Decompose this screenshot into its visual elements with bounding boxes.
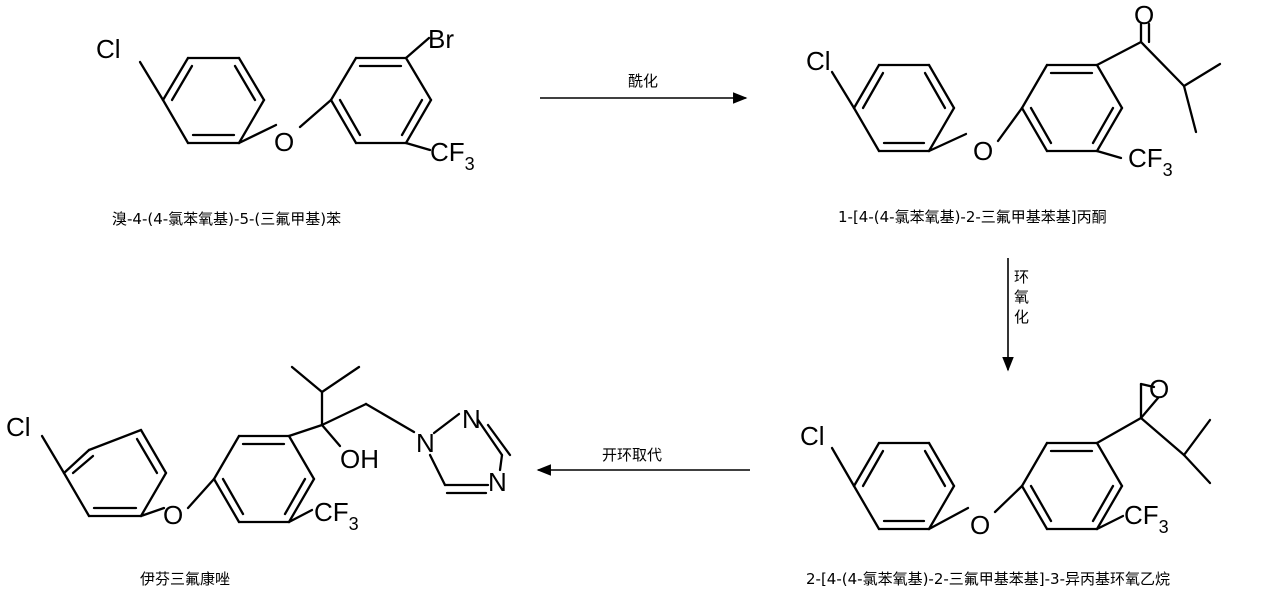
bond [1182,453,1212,485]
bond [287,508,314,524]
bond [1182,62,1222,88]
bond [428,453,447,487]
bond [927,132,968,153]
compound-epoxide-name: 2-[4-(4-氯苯氧基)-2-三氟甲基苯基]-3-异丙基环氧乙烷 [806,570,1170,588]
compound-epoxide-structure: Cl O O CF3 [800,374,1212,540]
bond [404,141,432,152]
bond [1095,416,1143,445]
oxygen-label: O [973,136,993,166]
compound-ketone-structure: Cl O O CF3 [806,0,1222,180]
bond [432,412,461,435]
epoxide-bond [1139,396,1160,420]
bond [364,402,416,434]
trifluoromethyl-label: CF3 [430,137,475,174]
trifluoromethyl-label: CF3 [1124,500,1169,537]
epoxidation-label-3: 化 [1014,308,1029,326]
chlorine-label: Cl [96,34,121,64]
oxygen-label: O [1149,374,1169,404]
chlorine-label: Cl [800,421,825,451]
bond [40,434,66,475]
bromine-label: Br [428,24,454,54]
oxygen-label: O [1134,0,1154,30]
ring-opening-label: 开环取代 [602,446,662,464]
chlorine-label: Cl [806,46,831,76]
bond [138,60,165,102]
bond [290,365,324,394]
bond [476,418,504,457]
bond [1182,418,1212,457]
bond [298,98,333,129]
bond [1095,40,1143,67]
bond [927,506,970,531]
ring [212,434,316,524]
bond [1095,514,1125,531]
bond [404,36,431,60]
oxygen-label: O [274,127,294,157]
ring [329,56,433,145]
bond [320,402,368,427]
bond [1182,84,1198,134]
bond [1139,40,1186,88]
compound-product-name: 伊芬三氟康唑 [140,570,230,588]
acylation-label: 酰化 [628,72,658,90]
epoxidation-label-1: 环 [1014,268,1029,286]
bond [830,446,856,488]
nitrogen-label: N [488,467,507,497]
bond [996,106,1024,143]
oxygen-label: O [163,500,183,530]
bond [186,477,216,510]
bond [1139,416,1186,457]
ring [161,56,266,145]
bond [287,423,324,438]
bond [486,423,512,457]
bond [1095,149,1123,160]
trifluoromethyl-label: CF3 [314,497,359,534]
trifluoromethyl-label: CF3 [1128,143,1173,180]
epoxidation-label-2: 氧 [1014,288,1029,306]
chlorine-label: Cl [6,412,31,442]
hydroxyl-label: OH [340,444,379,474]
compound-product-structure: Cl O OH N N N [6,365,512,534]
nitrogen-label: N [416,428,435,458]
bond [498,453,504,472]
bond [320,423,342,448]
compound-start-name: 溴-4-(4-氯苯氧基)-5-(三氟甲基)苯 [112,210,341,228]
bond [830,70,856,110]
ring [1020,441,1124,531]
bond [993,484,1024,514]
ring [852,441,956,531]
ring [62,428,168,518]
compound-start-structure: Cl O Br CF3 [96,24,475,174]
bond [237,123,278,145]
epoxide-bond [1139,382,1156,389]
compound-ketone-name: 1-[4-(4-氯苯氧基)-2-三氟甲基苯基]丙酮 [838,208,1107,226]
bond [320,365,361,394]
ring [852,63,956,153]
oxygen-label: O [970,510,990,540]
ring [1020,63,1124,153]
nitrogen-label: N [462,404,481,434]
bond [139,506,166,518]
